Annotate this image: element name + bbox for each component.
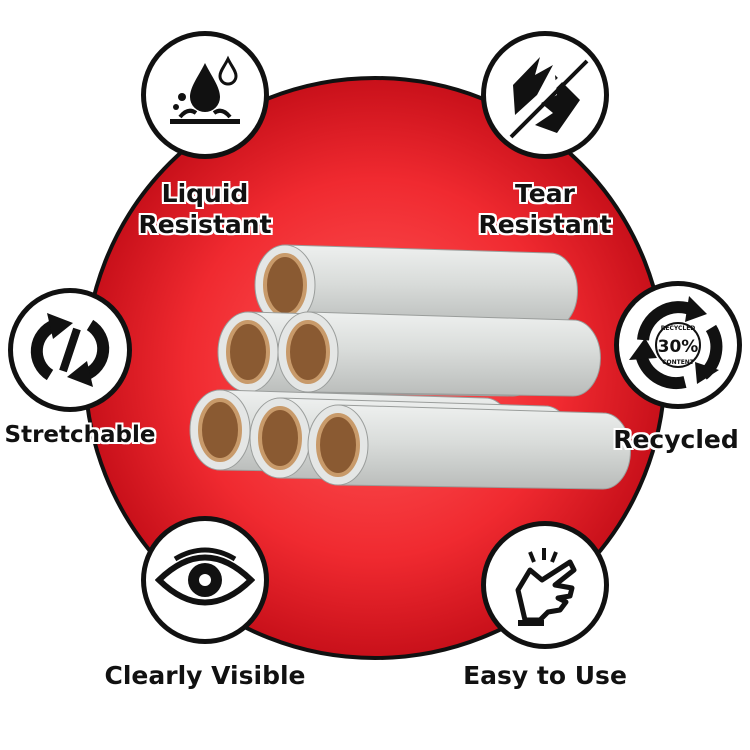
label-line: Clearly Visible (104, 661, 306, 690)
recycled-percent: 30% (658, 337, 699, 357)
roll-core (316, 413, 360, 477)
label-line: Easy to Use (463, 661, 627, 690)
roll-core (226, 320, 270, 384)
roll-body (337, 404, 631, 490)
label-line: Tear (515, 179, 575, 208)
label-line: Liquid (161, 179, 249, 208)
roll-body (307, 311, 601, 397)
recycled-top-text: RECYCLED (661, 325, 696, 332)
stretch-arrows-icon (30, 313, 110, 387)
roll-core (263, 253, 307, 317)
hand-snap-icon (515, 548, 577, 626)
label-line: Resistant (138, 210, 272, 239)
liquid-resistant-badge (141, 31, 269, 159)
feature-label-tear-resistant: Tear Resistant (478, 178, 611, 240)
label-line: Stretchable (4, 422, 156, 448)
feature-label-clearly-visible: Clearly Visible (105, 660, 306, 691)
liquid-drops-icon (170, 55, 240, 124)
feature-label-easy-to-use: Easy to Use (463, 660, 627, 691)
recycle-arrows-icon: RECYCLED 30% CONTENT (629, 296, 723, 390)
roll-core (286, 320, 330, 384)
roll-core (198, 398, 242, 462)
feature-label-stretchable: Stretchable (5, 420, 156, 451)
recycled-bottom-text: CONTENT (662, 359, 695, 366)
torn-sheet-icon (504, 54, 589, 139)
feature-label-recycled: Recycled (613, 424, 739, 455)
feature-label-liquid-resistant: Liquid Resistant (138, 178, 271, 240)
label-line: Resistant (478, 210, 612, 239)
recycled-badge: RECYCLED 30% CONTENT (614, 281, 742, 409)
label-line: Recycled (613, 425, 739, 454)
stretchable-badge (8, 288, 132, 412)
easy-to-use-badge (481, 521, 609, 649)
tear-resistant-badge (481, 31, 609, 159)
stretch-film-rolls (189, 244, 631, 490)
roll-core (258, 406, 302, 470)
eye-icon (155, 547, 255, 606)
clearly-visible-badge (141, 516, 269, 644)
